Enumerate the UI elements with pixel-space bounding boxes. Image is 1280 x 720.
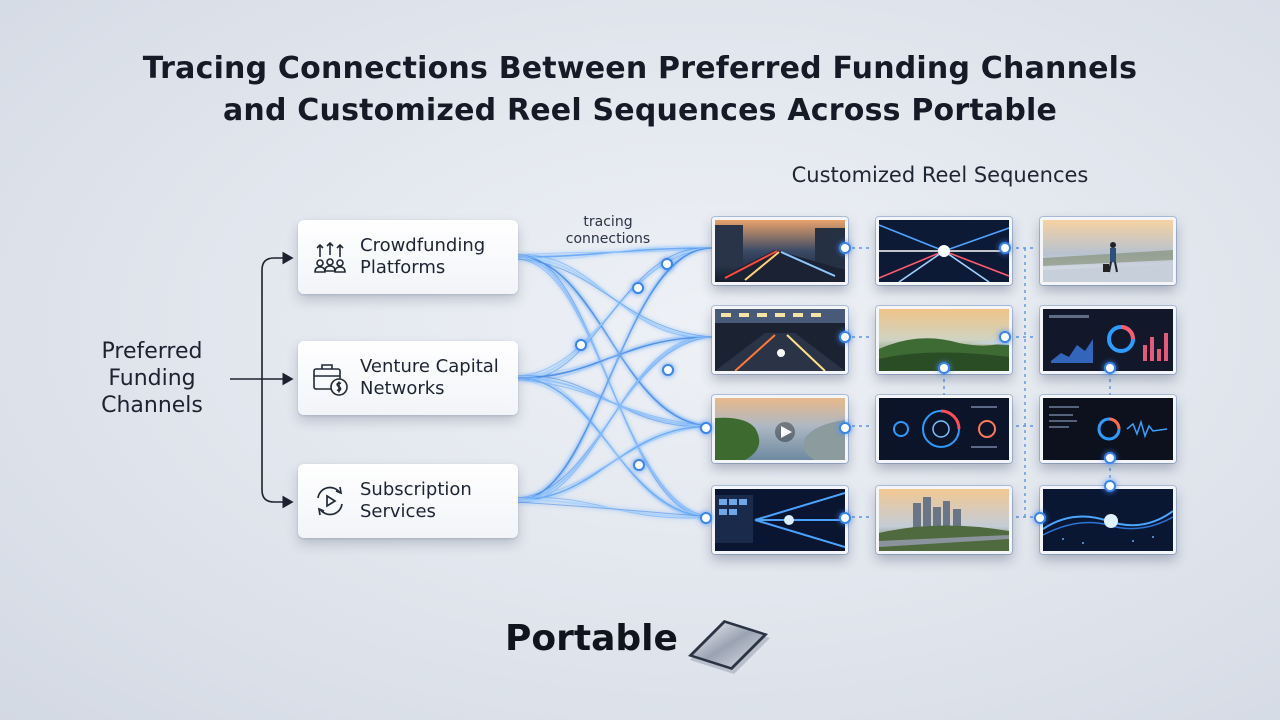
connection-node (839, 331, 851, 343)
connection-node (999, 242, 1011, 254)
venture-capital-label: Venture Capital Networks (360, 356, 499, 399)
reel-thumbnail-city-skyline[interactable] (876, 486, 1012, 554)
reel-thumbnail-hud-dashboard[interactable] (876, 395, 1012, 463)
people-arrows-icon (314, 241, 346, 273)
reel-thumbnail-waveform-dashboard[interactable] (1040, 395, 1176, 463)
connection-node (700, 512, 712, 524)
venture-capital-card[interactable]: Venture Capital Networks (298, 341, 518, 415)
portable-label: Portable (505, 618, 678, 659)
connection-node (662, 364, 674, 376)
fan-line (517, 254, 713, 518)
glowing-fan-lines (517, 246, 713, 519)
connection-node (633, 459, 645, 471)
fan-line (517, 247, 713, 381)
crowdfunding-label: Crowdfunding Platforms (360, 235, 486, 278)
connection-node (1104, 452, 1116, 464)
connection-node (1104, 480, 1116, 492)
connection-node (839, 512, 851, 524)
cycle-play-icon (317, 486, 343, 516)
reel-thumbnail-data-corridor[interactable] (712, 486, 848, 554)
fan-line (517, 425, 713, 503)
fan-line (517, 247, 713, 501)
fan-line (517, 247, 713, 379)
reel-thumbnail-person-walking-sunset[interactable] (1040, 217, 1176, 285)
reel-thumbnail-tunnel-light-burst[interactable] (876, 217, 1012, 285)
connection-node (1034, 512, 1046, 524)
reel-thumbnail-digital-wave[interactable] (1040, 486, 1176, 554)
connection-node (575, 339, 587, 351)
reel-thumbnail-city-light-trails[interactable] (712, 217, 848, 285)
reel-thumbnail-analytics-dashboard[interactable] (1040, 306, 1176, 374)
subscription-label: Subscription Services (360, 479, 472, 522)
connection-node (1104, 362, 1116, 374)
fan-line (517, 258, 713, 518)
fan-line (517, 256, 713, 518)
connection-node (999, 331, 1011, 343)
reel-sequences-heading: Customized Reel Sequences (791, 163, 1089, 187)
connection-node (938, 362, 950, 374)
connection-node (632, 282, 644, 294)
tracing-connections-label: tracing connections (565, 214, 651, 247)
connection-node (839, 242, 851, 254)
reel-thumbnail-river-aerial-play[interactable] (712, 395, 848, 463)
fan-line (517, 258, 713, 338)
fan-line (517, 336, 713, 501)
reel-thumbnail-forest-coastline[interactable] (876, 306, 1012, 374)
funding-channels-label: Preferred Funding Channels (101, 339, 203, 418)
connection-node (839, 422, 851, 434)
source-bracket (230, 251, 294, 509)
reel-sequence-links (845, 247, 1111, 520)
connection-node (700, 422, 712, 434)
crowdfunding-card[interactable]: Crowdfunding Platforms (298, 220, 518, 294)
page-title: Tracing Connections Between Preferred Fu… (142, 51, 1138, 128)
subscription-card[interactable]: Subscription Services (298, 464, 518, 538)
connection-node (661, 258, 673, 270)
reel-thumbnail-highway-traffic[interactable] (712, 306, 848, 374)
briefcase-dollar-icon (313, 364, 348, 396)
fan-line (517, 379, 713, 518)
fan-line (517, 247, 713, 503)
tablet-icon (688, 620, 770, 674)
fan-line (517, 501, 713, 518)
fan-line (517, 336, 713, 503)
